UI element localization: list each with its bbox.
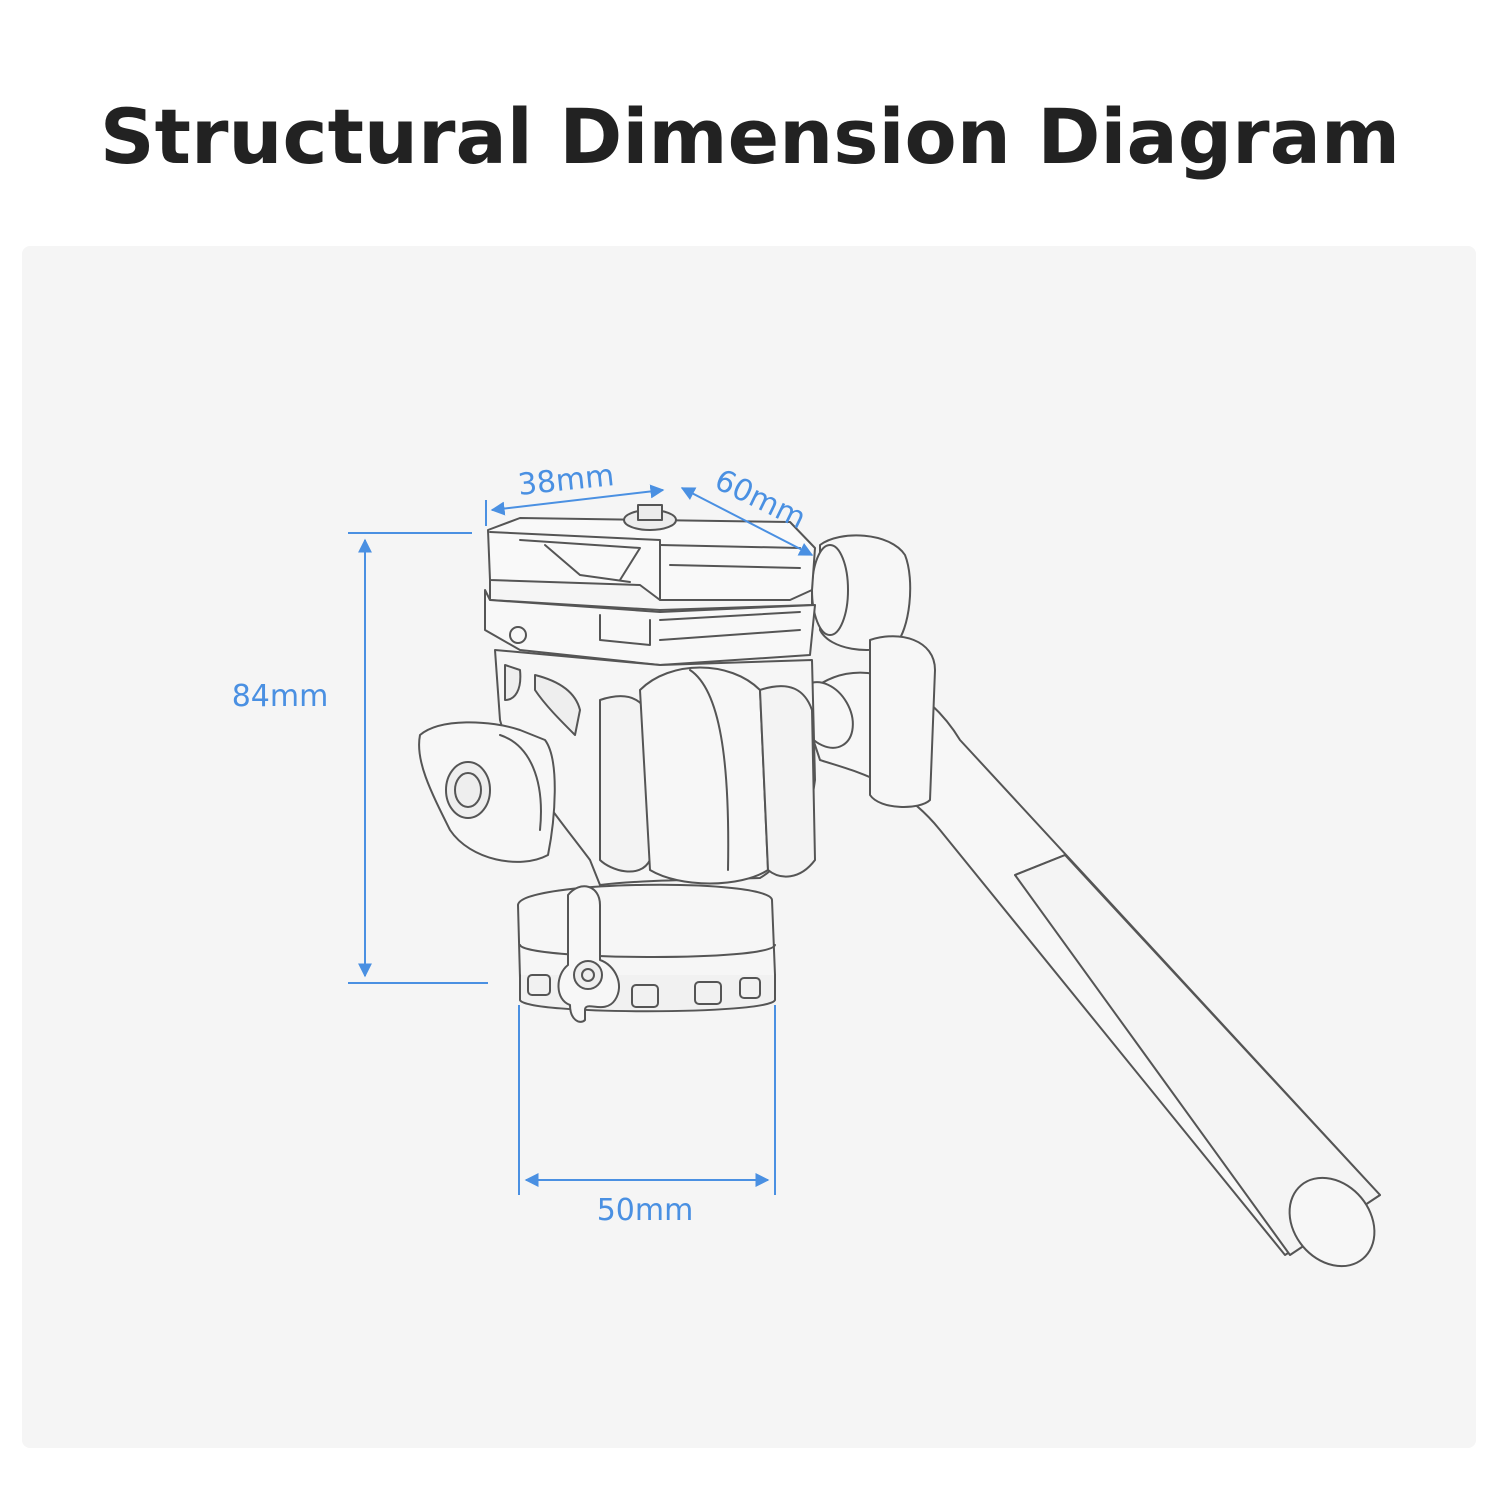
dimension-annotations <box>348 484 814 1195</box>
height-label: 84mm <box>232 679 329 714</box>
depth-dimension-line <box>680 487 814 556</box>
tilt-lock-knob <box>811 534 936 808</box>
pan-lock-lever <box>418 721 556 863</box>
base-wing-knob <box>557 885 620 1023</box>
clamp-body <box>484 589 816 666</box>
base-diameter-label: 50mm <box>597 1193 694 1228</box>
head-base <box>517 883 776 1013</box>
width-dimension-line <box>490 484 665 516</box>
pan-handle <box>796 671 1381 1268</box>
page-title: Structural Dimension Diagram <box>99 92 1401 181</box>
fluid-head-drawing <box>418 504 1381 1268</box>
head-body <box>494 649 816 886</box>
